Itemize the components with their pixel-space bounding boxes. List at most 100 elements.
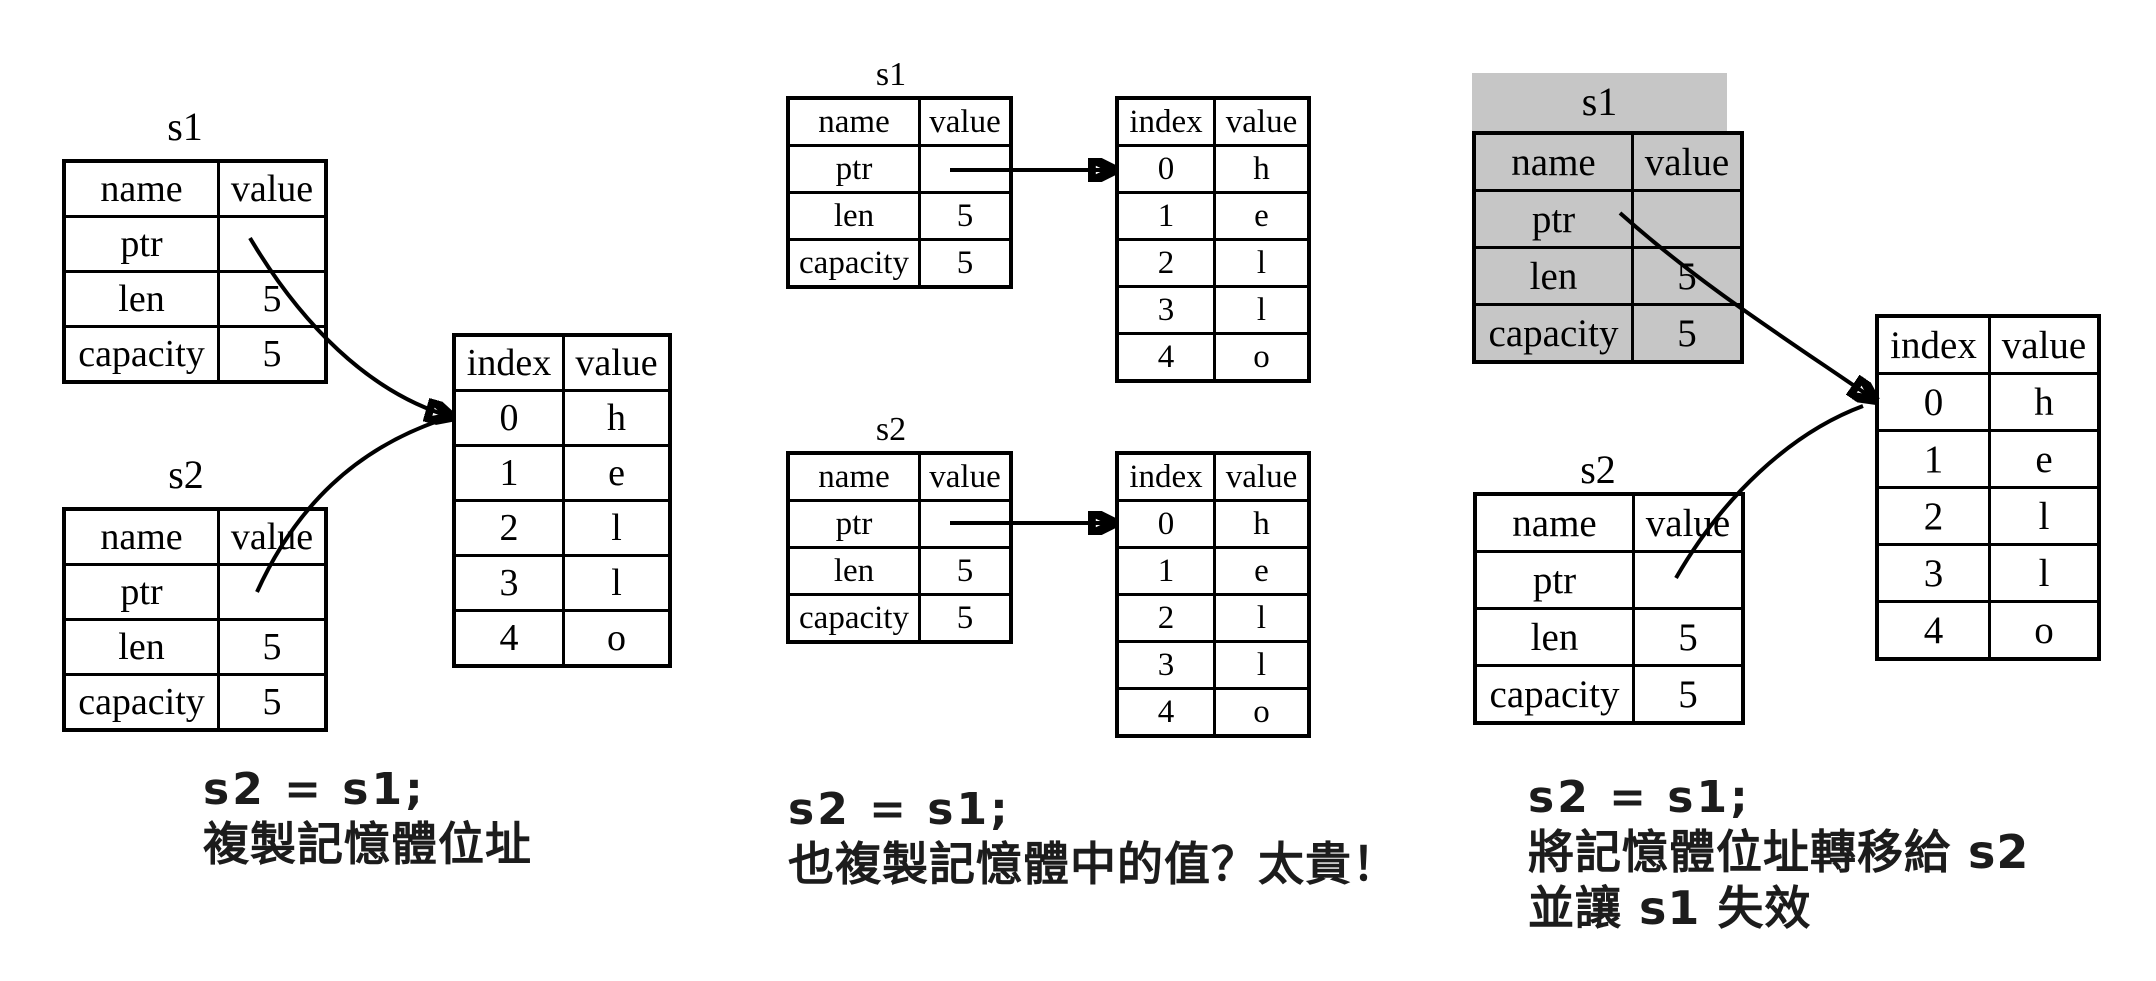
caption-text-line: 也複製記憶體中的值？太貴！: [788, 837, 1399, 891]
index-cell: 1: [1115, 546, 1216, 596]
value-cell: o: [1213, 687, 1311, 738]
ptr-name-cell: ptr: [786, 499, 921, 549]
heap-row: 0 h: [1875, 372, 2101, 432]
value-cell: l: [1213, 238, 1311, 288]
index-cell: 3: [1115, 285, 1216, 335]
caption-text-line: 並讓 s1 失效: [1528, 881, 1812, 935]
heap-row: 3 l: [452, 554, 672, 612]
index-cell: 0: [452, 389, 565, 447]
ptr-name-cell: ptr: [786, 144, 921, 194]
len-name-cell: len: [62, 618, 220, 676]
capacity-row: capacity 5: [62, 673, 328, 732]
value-cell: h: [562, 389, 672, 447]
capacity-value-cell: 5: [217, 673, 328, 732]
capacity-row: capacity 5: [1472, 303, 1744, 364]
capacity-name-cell: capacity: [1472, 303, 1634, 364]
value-cell: h: [1988, 372, 2101, 432]
left-s2-table: name value ptr len 5 capacity 5: [62, 507, 328, 732]
ptr-name-cell: ptr: [62, 563, 220, 621]
index-header-cell: index: [1115, 96, 1216, 147]
right-s1-table: name value ptr len 5 capacity 5: [1472, 131, 1744, 364]
value-cell: l: [562, 554, 672, 612]
index-cell: 2: [1115, 593, 1216, 643]
heap-row: 1 e: [1115, 191, 1311, 241]
middle-s2-label: s2: [875, 411, 907, 448]
left-heap-table: index value 0 h 1 e 2 l 3 l 4 o: [452, 333, 672, 668]
capacity-value-cell: 5: [217, 325, 328, 384]
index-cell: 3: [1115, 640, 1216, 690]
capacity-row: capacity 5: [1473, 664, 1745, 725]
capacity-row: capacity 5: [62, 325, 328, 384]
left-s1-table: name value ptr len 5 capacity 5: [62, 159, 328, 384]
capacity-name-cell: capacity: [62, 673, 220, 732]
capacity-row: capacity 5: [786, 593, 1013, 644]
left-s1-label: s1: [167, 104, 203, 149]
value-header-cell: value: [217, 159, 328, 218]
value-cell: l: [1213, 593, 1311, 643]
len-value-cell: 5: [217, 618, 328, 676]
len-name-cell: len: [62, 270, 220, 328]
len-value-cell: 5: [1631, 246, 1744, 306]
heap-row: 2 l: [452, 499, 672, 557]
header-row: name value: [62, 159, 328, 218]
ptr-value-cell: [1631, 189, 1744, 249]
len-row: len 5: [786, 191, 1013, 241]
index-cell: 3: [452, 554, 565, 612]
heap-row: 0 h: [1115, 144, 1311, 194]
capacity-name-cell: capacity: [786, 593, 921, 644]
heap-row: 3 l: [1875, 543, 2101, 603]
value-header-cell: value: [1631, 131, 1744, 192]
len-row: len 5: [62, 270, 328, 328]
len-row: len 5: [62, 618, 328, 676]
ptr-row: ptr: [786, 144, 1013, 194]
middle-s2-heap-table: index value 0 h 1 e 2 l 3 l 4 o: [1115, 451, 1311, 738]
ptr-value-cell: [918, 144, 1013, 194]
ptr-row: ptr: [786, 499, 1013, 549]
index-cell: 1: [1875, 429, 1991, 489]
value-cell: h: [1213, 144, 1311, 194]
ptr-row: ptr: [1473, 550, 1745, 610]
index-cell: 4: [452, 609, 565, 668]
ptr-name-cell: ptr: [62, 215, 220, 273]
caption-code-line: s2 = s1;: [788, 784, 1011, 835]
middle-s1-heap-table: index value 0 h 1 e 2 l 3 l 4 o: [1115, 96, 1311, 383]
len-value-cell: 5: [918, 546, 1013, 596]
value-cell: e: [1213, 191, 1311, 241]
value-cell: e: [1213, 546, 1311, 596]
header-row: name value: [786, 96, 1013, 147]
ptr-value-cell: [918, 499, 1013, 549]
header-row: name value: [1472, 131, 1744, 192]
header-row: index value: [1115, 451, 1311, 502]
index-header-cell: index: [1875, 314, 1991, 375]
heap-row: 2 l: [1875, 486, 2101, 546]
heap-row: 1 e: [1875, 429, 2101, 489]
left-s2-label: s2: [168, 452, 204, 497]
value-header-cell: value: [1213, 96, 1311, 147]
value-cell: l: [562, 499, 672, 557]
len-value-cell: 5: [1632, 607, 1745, 667]
value-cell: h: [1213, 499, 1311, 549]
len-row: len 5: [1473, 607, 1745, 667]
capacity-value-cell: 5: [918, 593, 1013, 644]
middle-caption: s2 = s1; 也複製記憶體中的值？太貴！: [788, 784, 1399, 892]
value-header-cell: value: [918, 451, 1013, 502]
heap-row: 4 o: [452, 609, 672, 668]
heap-row: 0 h: [1115, 499, 1311, 549]
value-cell: l: [1988, 543, 2101, 603]
header-row: index value: [452, 333, 672, 392]
value-header-cell: value: [1988, 314, 2101, 375]
value-cell: o: [1988, 600, 2101, 661]
heap-row: 3 l: [1115, 285, 1311, 335]
header-row: index value: [1115, 96, 1311, 147]
value-header-cell: value: [1213, 451, 1311, 502]
len-row: len 5: [1472, 246, 1744, 306]
caption-text-line: 複製記憶體位址: [203, 817, 532, 871]
capacity-value-cell: 5: [918, 238, 1013, 289]
index-cell: 0: [1875, 372, 1991, 432]
index-header-cell: index: [452, 333, 565, 392]
value-cell: e: [1988, 429, 2101, 489]
len-value-cell: 5: [217, 270, 328, 328]
heap-row: 1 e: [1115, 546, 1311, 596]
right-s2-label: s2: [1580, 447, 1616, 492]
